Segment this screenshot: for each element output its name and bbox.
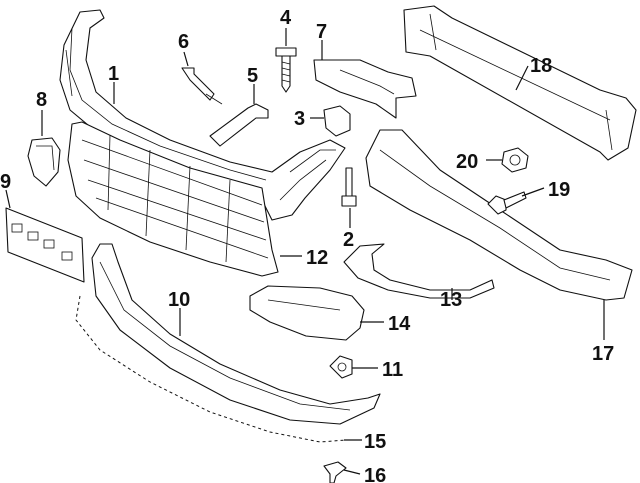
part-bracket-7 (313, 59, 417, 119)
part-push-pin (323, 461, 347, 483)
callout-9: 9 (0, 171, 11, 193)
callout-11: 11 (382, 359, 403, 381)
callout-2: 2 (343, 229, 354, 251)
part-bolt-2 (341, 167, 357, 207)
callout-18: 18 (530, 55, 552, 77)
callout-labels: 1 2 3 4 5 6 7 8 9 10 11 12 13 14 15 16 1… (0, 7, 614, 483)
callout-leaders (5, 28, 605, 475)
part-bolt-19 (487, 191, 527, 215)
part-side-bracket (27, 137, 61, 187)
callout-1: 1 (108, 63, 119, 85)
part-lower-trim (75, 295, 347, 443)
callout-10: 10 (168, 289, 190, 311)
callout-19: 19 (548, 179, 570, 201)
part-clip-nut (323, 105, 351, 137)
part-splash-shield (249, 285, 365, 341)
callout-20: 20 (456, 151, 478, 173)
callout-7: 7 (316, 21, 327, 43)
callout-12: 12 (306, 247, 328, 269)
callout-8: 8 (36, 89, 47, 111)
callout-4: 4 (280, 7, 292, 29)
part-energy-absorber (365, 129, 633, 301)
callout-3: 3 (294, 108, 305, 130)
part-clip-11 (329, 355, 353, 379)
callout-14: 14 (388, 313, 411, 335)
callout-13: 13 (440, 289, 462, 311)
part-bracket-5 (209, 103, 269, 147)
part-push-rivet (181, 67, 223, 105)
callout-17: 17 (592, 343, 614, 365)
part-license-bracket (5, 207, 85, 283)
part-lower-grille (67, 121, 279, 277)
part-screw-4 (275, 47, 297, 93)
callout-16: 16 (364, 465, 386, 483)
part-nut-20 (501, 147, 529, 173)
callout-6: 6 (178, 31, 189, 53)
part-trim-strip (343, 243, 495, 299)
callout-15: 15 (364, 431, 386, 453)
part-lower-valance (91, 243, 381, 425)
callout-5: 5 (247, 65, 258, 87)
